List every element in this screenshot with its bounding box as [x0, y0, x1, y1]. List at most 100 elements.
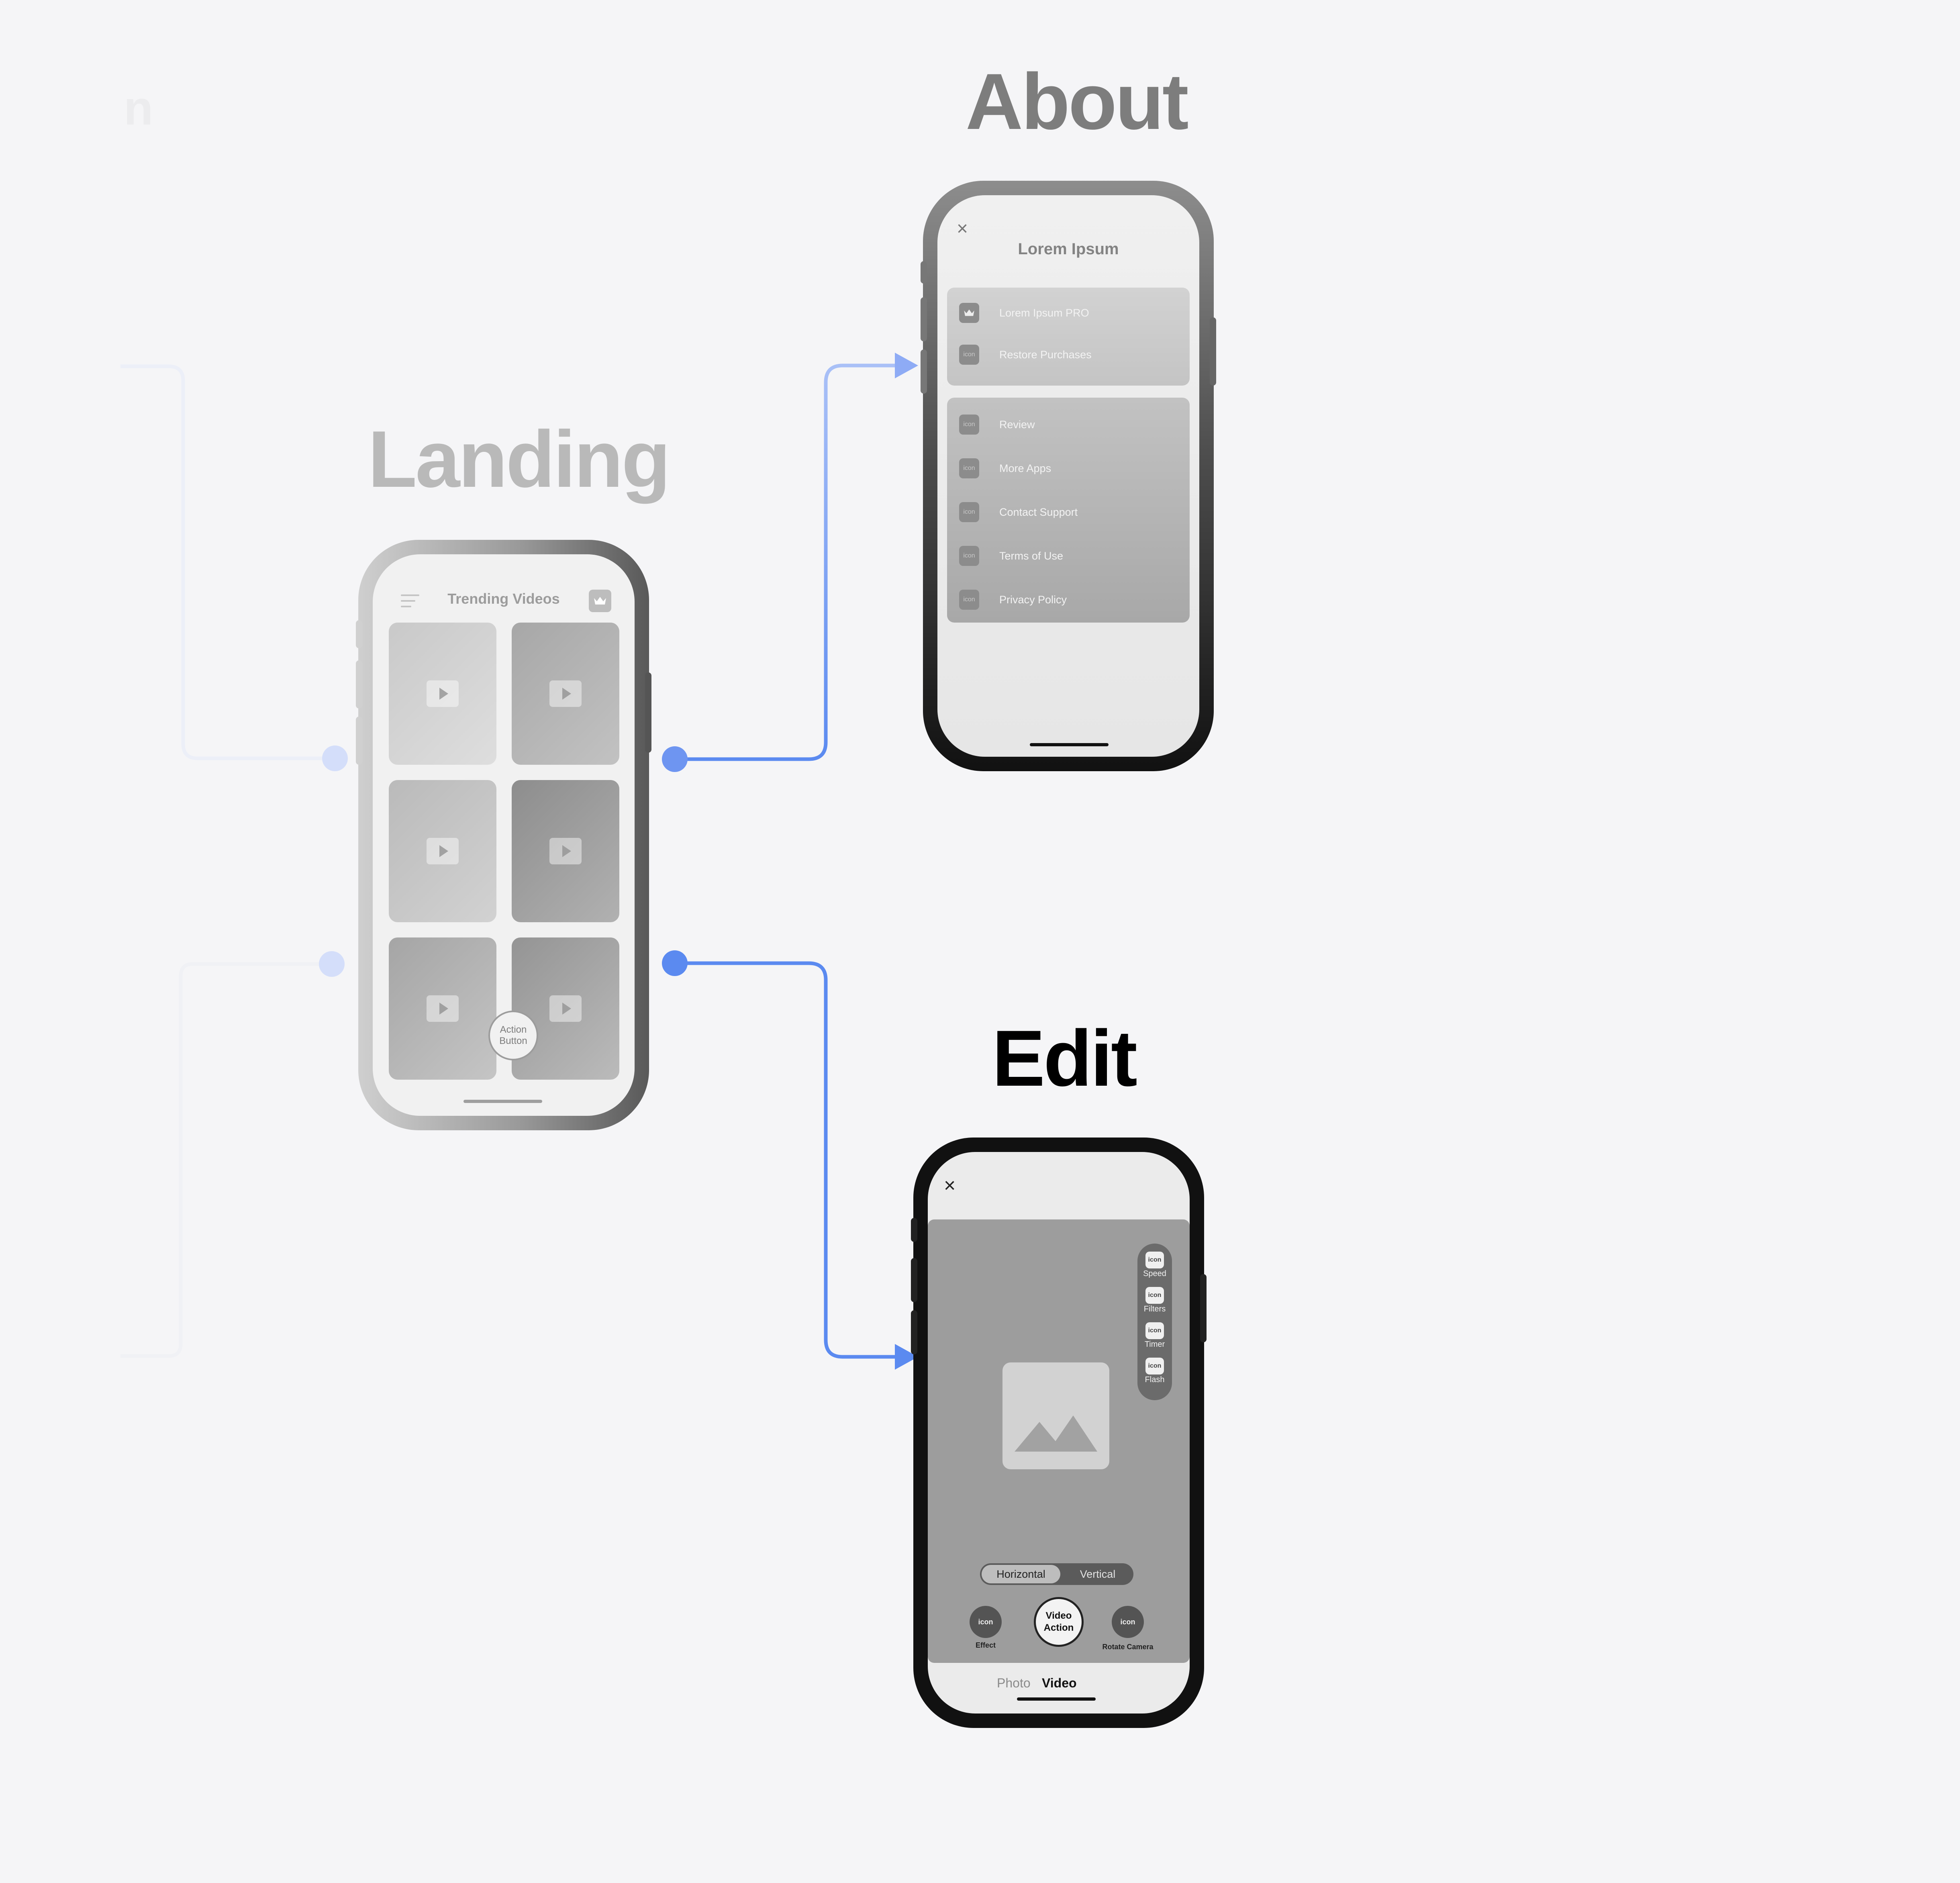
- about-row-label: Lorem Ipsum PRO: [999, 307, 1089, 319]
- landing-screen: Trending Videos Action Button: [373, 554, 635, 1116]
- faint-connector-top: [120, 364, 335, 760]
- landing-header-title: Trending Videos: [447, 590, 560, 607]
- play-icon: [427, 680, 459, 707]
- tool-label: Timer: [1144, 1340, 1165, 1349]
- about-row-privacy[interactable]: icon Privacy Policy: [947, 586, 1190, 611]
- about-group-info: icon Review icon More Apps icon Contact …: [947, 398, 1190, 623]
- tool-speed[interactable]: icon Speed: [1137, 1252, 1172, 1278]
- tool-timer[interactable]: icon Timer: [1137, 1322, 1172, 1349]
- side-button: [911, 1310, 917, 1354]
- video-tile[interactable]: [389, 623, 496, 765]
- orientation-vertical[interactable]: Vertical: [1080, 1568, 1116, 1580]
- video-tile[interactable]: [389, 937, 496, 1080]
- about-row-pro[interactable]: Lorem Ipsum PRO: [947, 300, 1190, 324]
- play-icon: [549, 838, 582, 864]
- side-button: [356, 717, 362, 765]
- side-tools-panel: icon Speed icon Filters icon Timer icon …: [1137, 1244, 1172, 1400]
- about-row-label: Privacy Policy: [999, 594, 1067, 606]
- orientation-horizontal[interactable]: Horizontal: [982, 1565, 1060, 1583]
- home-indicator: [463, 1100, 542, 1103]
- title-landing: Landing: [368, 415, 671, 504]
- about-row-label: More Apps: [999, 462, 1051, 474]
- side-button: [356, 620, 362, 648]
- play-icon: [427, 995, 459, 1022]
- about-row-terms[interactable]: icon Terms of Use: [947, 543, 1190, 567]
- side-button: [356, 660, 362, 709]
- action-button[interactable]: Action Button: [488, 1011, 538, 1060]
- generic-icon: icon: [959, 546, 979, 566]
- edit-phone: × icon Speed icon Filters: [911, 1138, 1207, 1728]
- landing-phone: Trending Videos Action Button: [356, 540, 651, 1130]
- effect-button[interactable]: icon: [970, 1606, 1002, 1638]
- side-button: [1200, 1274, 1207, 1342]
- about-header-title: Lorem Ipsum: [1018, 240, 1119, 258]
- play-icon: [427, 838, 459, 864]
- video-tile[interactable]: [512, 780, 619, 922]
- video-action-line1: Video: [1045, 1610, 1072, 1621]
- faint-offscreen-label: n: [124, 81, 153, 135]
- generic-icon: icon: [959, 502, 979, 522]
- rotate-camera-label: Rotate Camera: [1102, 1643, 1154, 1651]
- video-tile[interactable]: [389, 780, 496, 922]
- video-action-button[interactable]: Video Action: [1034, 1597, 1084, 1647]
- about-row-contact-support[interactable]: icon Contact Support: [947, 499, 1190, 523]
- about-phone: × Lorem Ipsum Lorem Ipsum PRO icon Resto…: [921, 181, 1216, 771]
- action-button-line2: Button: [499, 1035, 527, 1046]
- tool-filters[interactable]: icon Filters: [1137, 1287, 1172, 1314]
- about-row-restore[interactable]: icon Restore Purchases: [947, 341, 1190, 366]
- connector-node-about-start: [662, 746, 688, 772]
- side-button: [911, 1258, 917, 1302]
- tool-label: Filters: [1143, 1305, 1166, 1313]
- crown-icon: [959, 303, 979, 323]
- about-row-label: Review: [999, 419, 1035, 431]
- tool-label: Flash: [1145, 1375, 1165, 1384]
- about-row-more-apps[interactable]: icon More Apps: [947, 455, 1190, 479]
- about-row-review[interactable]: icon Review: [947, 411, 1190, 435]
- crown-icon[interactable]: [589, 590, 611, 612]
- home-indicator: [1017, 1697, 1096, 1701]
- camera-viewfinder: icon Speed icon Filters icon Timer icon …: [928, 1219, 1190, 1663]
- video-tile[interactable]: [512, 937, 619, 1080]
- title-about: About: [966, 57, 1189, 146]
- generic-icon: icon: [959, 590, 979, 610]
- mode-video[interactable]: Video: [1042, 1676, 1077, 1690]
- close-icon[interactable]: ×: [957, 218, 968, 239]
- connector-landing-about: [675, 364, 898, 761]
- close-icon[interactable]: ×: [944, 1174, 956, 1197]
- play-icon: [549, 680, 582, 707]
- video-action-line2: Action: [1043, 1622, 1074, 1633]
- play-icon: [549, 995, 582, 1022]
- side-button: [921, 349, 927, 394]
- arrowhead-edit: [895, 1344, 918, 1370]
- connector-node-edit-start: [662, 950, 688, 976]
- title-edit: Edit: [992, 1014, 1137, 1103]
- tool-flash[interactable]: icon Flash: [1137, 1358, 1172, 1385]
- speed-icon: icon: [1145, 1252, 1164, 1268]
- side-button: [645, 672, 651, 753]
- filters-icon: icon: [1145, 1287, 1164, 1304]
- faint-connector-node-bottom: [319, 951, 345, 977]
- side-button: [921, 261, 927, 284]
- generic-icon: icon: [959, 415, 979, 435]
- tool-label: Speed: [1143, 1269, 1166, 1278]
- side-button: [1210, 317, 1216, 386]
- hamburger-menu-icon[interactable]: [401, 594, 419, 608]
- rotate-camera-button[interactable]: icon: [1112, 1606, 1144, 1638]
- about-screen: × Lorem Ipsum Lorem Ipsum PRO icon Resto…: [937, 195, 1199, 757]
- side-button: [921, 297, 927, 341]
- flash-icon: icon: [1145, 1358, 1164, 1374]
- landing-header: Trending Videos: [373, 578, 635, 615]
- edit-screen: × icon Speed icon Filters: [928, 1152, 1190, 1713]
- connector-landing-edit: [675, 961, 898, 1359]
- video-tile[interactable]: [512, 623, 619, 765]
- faint-connector-bottom: [120, 962, 332, 1358]
- about-row-label: Restore Purchases: [999, 349, 1092, 361]
- about-row-label: Terms of Use: [999, 550, 1064, 562]
- timer-icon: icon: [1145, 1322, 1164, 1339]
- orientation-toggle: Horizontal Vertical: [980, 1563, 1133, 1585]
- effect-label: Effect: [975, 1641, 996, 1649]
- mode-photo[interactable]: Photo: [997, 1676, 1031, 1690]
- about-group-purchases: Lorem Ipsum PRO icon Restore Purchases: [947, 288, 1190, 386]
- about-row-label: Contact Support: [999, 506, 1078, 518]
